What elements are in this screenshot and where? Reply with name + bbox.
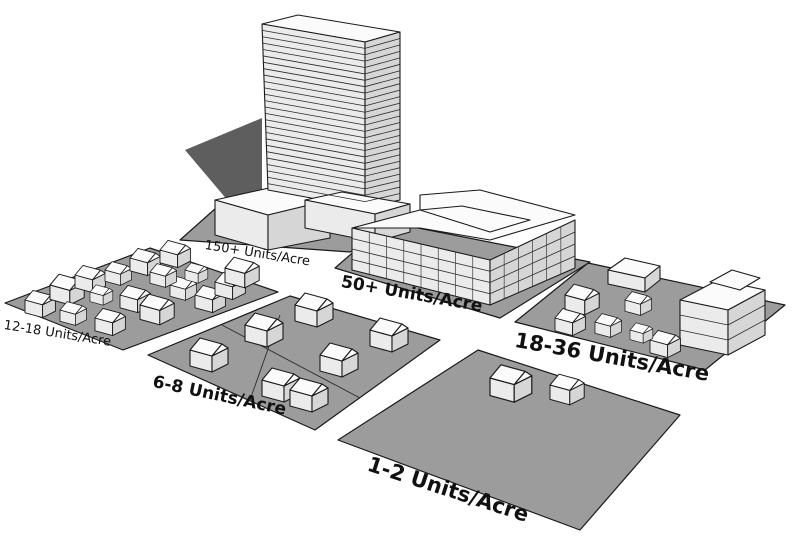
house: [185, 263, 208, 283]
apt-left: [680, 300, 728, 355]
house: [225, 257, 259, 288]
house: [295, 293, 333, 327]
house: [550, 374, 584, 405]
house: [160, 240, 190, 267]
house: [370, 318, 408, 352]
